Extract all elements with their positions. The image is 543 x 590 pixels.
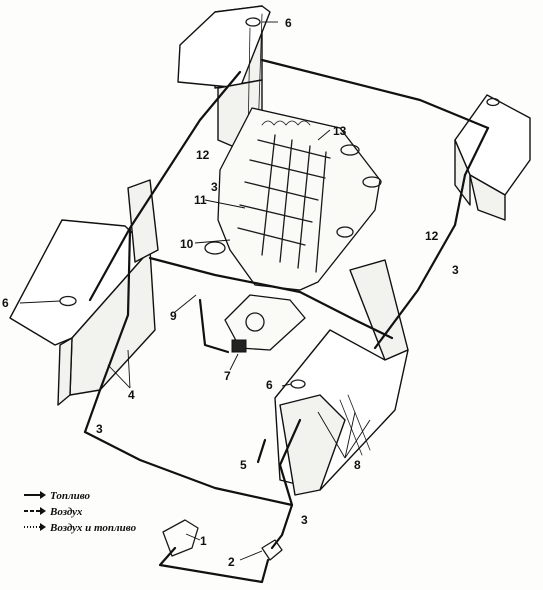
fuel-tank-top-right <box>454 94 531 221</box>
callout-12-right: 12 <box>425 229 439 243</box>
legend-air-fuel-label: Воздух и топливо <box>49 522 137 534</box>
callout-2: 2 <box>228 555 235 569</box>
callout-6-top: 6 <box>285 16 292 30</box>
callout-6-right: 6 <box>266 378 273 392</box>
callout-7: 7 <box>224 369 231 383</box>
legend-air-fuel-symbol <box>24 523 46 531</box>
callout-5: 5 <box>240 458 247 472</box>
fuel-tank-left <box>9 179 159 406</box>
callout-3-top: 3 <box>211 180 218 194</box>
callout-13: 13 <box>333 124 347 138</box>
callout-9: 9 <box>170 309 177 323</box>
callout-4: 4 <box>128 388 135 402</box>
callout-8: 8 <box>354 458 361 472</box>
intake-manifold <box>204 120 382 273</box>
callout-10: 10 <box>180 237 194 251</box>
fuel-tank-right <box>274 259 409 496</box>
legend: Топливо Воздух Воздух и топливо <box>24 490 137 534</box>
callout-12-left: 12 <box>196 148 210 162</box>
legend-air-symbol <box>24 507 46 515</box>
callout-1: 1 <box>200 534 207 548</box>
legend-fuel-symbol <box>24 491 46 499</box>
fuel-pipework <box>83 58 490 584</box>
callout-6-left: 6 <box>2 296 9 310</box>
callout-3-left: 3 <box>96 422 103 436</box>
callout-3-right: 3 <box>452 263 459 277</box>
engine-block <box>204 107 382 353</box>
legend-air-label: Воздух <box>49 506 83 518</box>
callout-11: 11 <box>194 193 207 207</box>
legend-fuel-label: Топливо <box>50 490 90 502</box>
leader-lines <box>19 21 371 561</box>
callout-3-bottom: 3 <box>301 513 308 527</box>
